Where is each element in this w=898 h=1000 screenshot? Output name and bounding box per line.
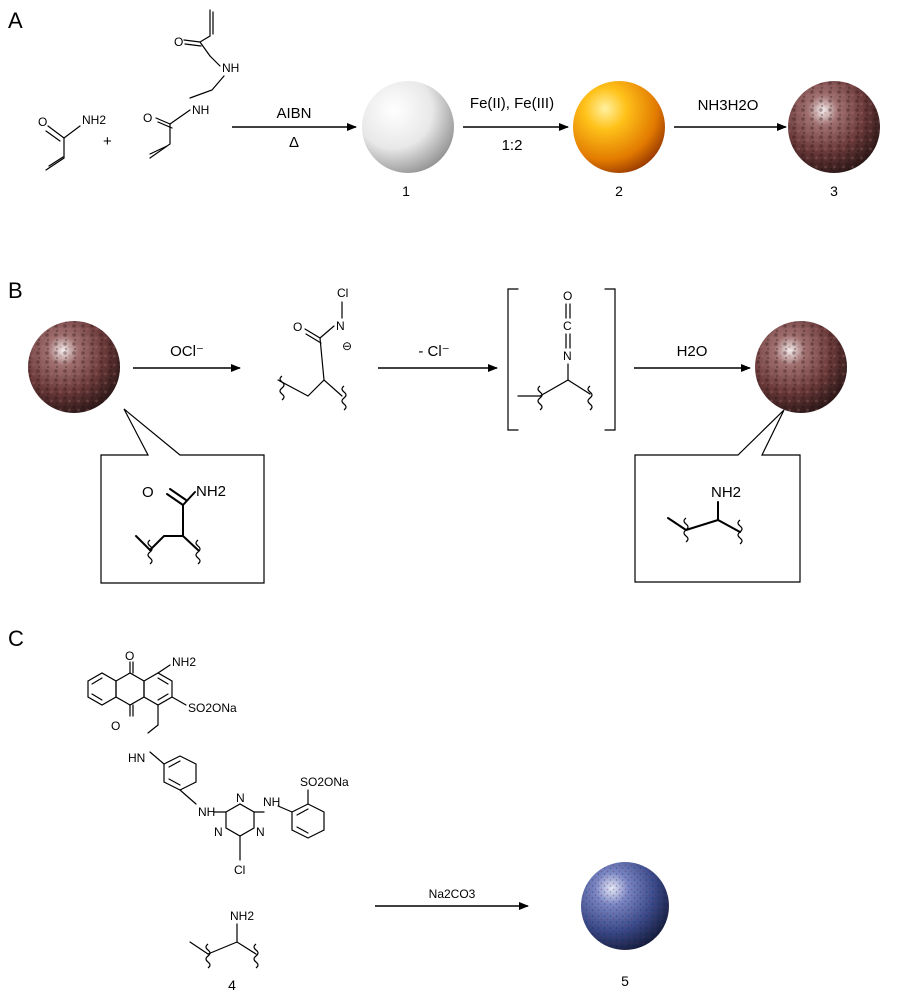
panel-label-c: C xyxy=(8,626,24,651)
chloroamide-intermediate: Cl N ⊖ O xyxy=(277,286,352,411)
reagent-water: H2O xyxy=(677,343,708,360)
compound-label-1: 1 xyxy=(402,183,410,199)
reagent-aibn: AIBN xyxy=(276,105,311,122)
svg-text:O: O xyxy=(174,35,183,49)
dye-nh-left: HN xyxy=(128,751,145,765)
reagent-sodium-carbonate: Na2CO3 xyxy=(429,887,476,901)
box-left-amide: NH2 xyxy=(196,483,226,500)
svg-text:O: O xyxy=(143,111,152,125)
dye-amine: NH2 xyxy=(172,655,196,669)
dye-nh-triazine-left: NH xyxy=(198,805,215,819)
svg-text:O: O xyxy=(125,649,134,663)
bracket-left xyxy=(507,288,519,431)
dye-triazine-n3: N xyxy=(256,825,265,839)
bracket-right xyxy=(604,288,616,431)
chloramide-n: N xyxy=(336,319,345,333)
white-bead-sphere xyxy=(362,81,454,173)
isocyanate-intermediate: O C N xyxy=(507,288,616,431)
condition-heat: Δ xyxy=(289,134,299,151)
chloro-atom: Cl xyxy=(337,286,348,300)
reagent-chloride-loss: - Cl⁻ xyxy=(418,343,449,360)
reactive-dye-structure: O O NH2 SO2ONa HN NH N N N Cl NH xyxy=(87,649,349,877)
compound-label-5: 5 xyxy=(621,973,629,989)
reagent-ammonia: NH3H2O xyxy=(698,97,759,114)
reagent-ratio: 1:2 xyxy=(502,137,523,154)
dye-triazine-n1: N xyxy=(236,791,245,805)
dye-triazine-n2: N xyxy=(214,825,223,839)
dye-chloro: Cl xyxy=(234,863,245,877)
compound-label-4: 4 xyxy=(228,977,236,993)
dye-sulfonate-top: SO2ONa xyxy=(188,701,237,715)
amine-fragment-label: NH2 xyxy=(230,909,254,923)
acrylamide-amine: NH2 xyxy=(82,113,106,127)
compound-label-2: 2 xyxy=(615,183,623,199)
svg-text:O: O xyxy=(142,484,154,501)
isocyanate-c: C xyxy=(563,319,572,333)
bisacrylamide-structure: O NH NH O xyxy=(143,9,239,159)
reagent-iron: Fe(II), Fe(III) xyxy=(470,95,554,112)
dye-nh-triazine-right: NH xyxy=(263,795,280,809)
amide-callout-box xyxy=(100,408,265,584)
reagent-hypochlorite: OCl⁻ xyxy=(170,343,204,360)
panel-label-b: B xyxy=(8,278,23,303)
svg-text:O: O xyxy=(293,320,302,334)
amine-callout-box xyxy=(634,409,801,583)
bis-nh-bottom: NH xyxy=(192,103,209,117)
box-right-amine: NH2 xyxy=(711,484,741,501)
amine-fragment-4: NH2 4 xyxy=(189,909,259,993)
bis-nh-top: NH xyxy=(222,61,239,75)
svg-text:O: O xyxy=(111,719,120,733)
dye-sulfonate-right: SO2ONa xyxy=(300,775,349,789)
compound-label-3: 3 xyxy=(830,183,838,199)
acrylamide-structure: O NH2 xyxy=(38,113,106,171)
panel-label-a: A xyxy=(8,8,23,33)
polyvinylamine-fragment: NH2 xyxy=(667,484,743,545)
polyacrylamide-fragment: O NH2 xyxy=(135,483,226,565)
chloramide-charge: ⊖ xyxy=(342,339,352,353)
svg-text:O: O xyxy=(38,115,47,129)
isocyanate-o: O xyxy=(563,289,572,303)
isocyanate-n: N xyxy=(563,349,572,363)
orange-bead-sphere xyxy=(573,81,665,173)
plus-sign: + xyxy=(103,133,112,150)
